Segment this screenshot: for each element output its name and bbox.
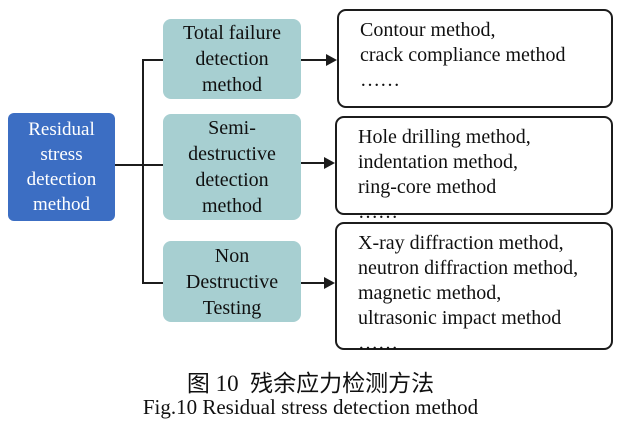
arrow-line-1 [301,59,328,61]
connector-line-branch-3 [142,282,163,284]
methods-node-semi-destructive: Hole drilling method, indentation method… [335,116,613,223]
category-label: Total failure detection method [183,22,281,96]
connector-line-root [115,164,163,166]
figure-caption-en: Fig.10 Residual stress detection method [142,395,479,419]
methods-node-total-failure: Contour method, crack compliance method … [337,9,613,108]
connector-trunk-line [142,59,144,284]
connector-line-branch-1 [142,59,163,61]
category-label: Semi- destructive detection method [188,117,276,217]
root-node: Residual stress detection method [8,113,115,221]
figure-caption-zh: 图 10 残余应力检测方法 [186,371,435,396]
root-node-label: Residual stress detection method [26,119,97,215]
arrow-line-3 [301,282,326,284]
category-label: Non Destructive Testing [185,244,279,319]
category-node-total-failure: Total failure detection method [163,19,301,99]
category-node-non-destructive: Non Destructive Testing [163,241,301,322]
arrowhead-right-icon [324,157,335,169]
methods-list: Contour method, crack compliance method … [360,19,566,91]
category-node-semi-destructive: Semi- destructive detection method [163,114,301,220]
arrowhead-right-icon [324,277,335,289]
methods-node-non-destructive: X-ray diffraction method, neutron diffra… [335,222,613,354]
methods-list: X-ray diffraction method, neutron diffra… [358,232,579,354]
arrowhead-right-icon [326,54,337,66]
arrow-line-2 [301,162,326,164]
methods-list: Hole drilling method, indentation method… [358,126,531,223]
